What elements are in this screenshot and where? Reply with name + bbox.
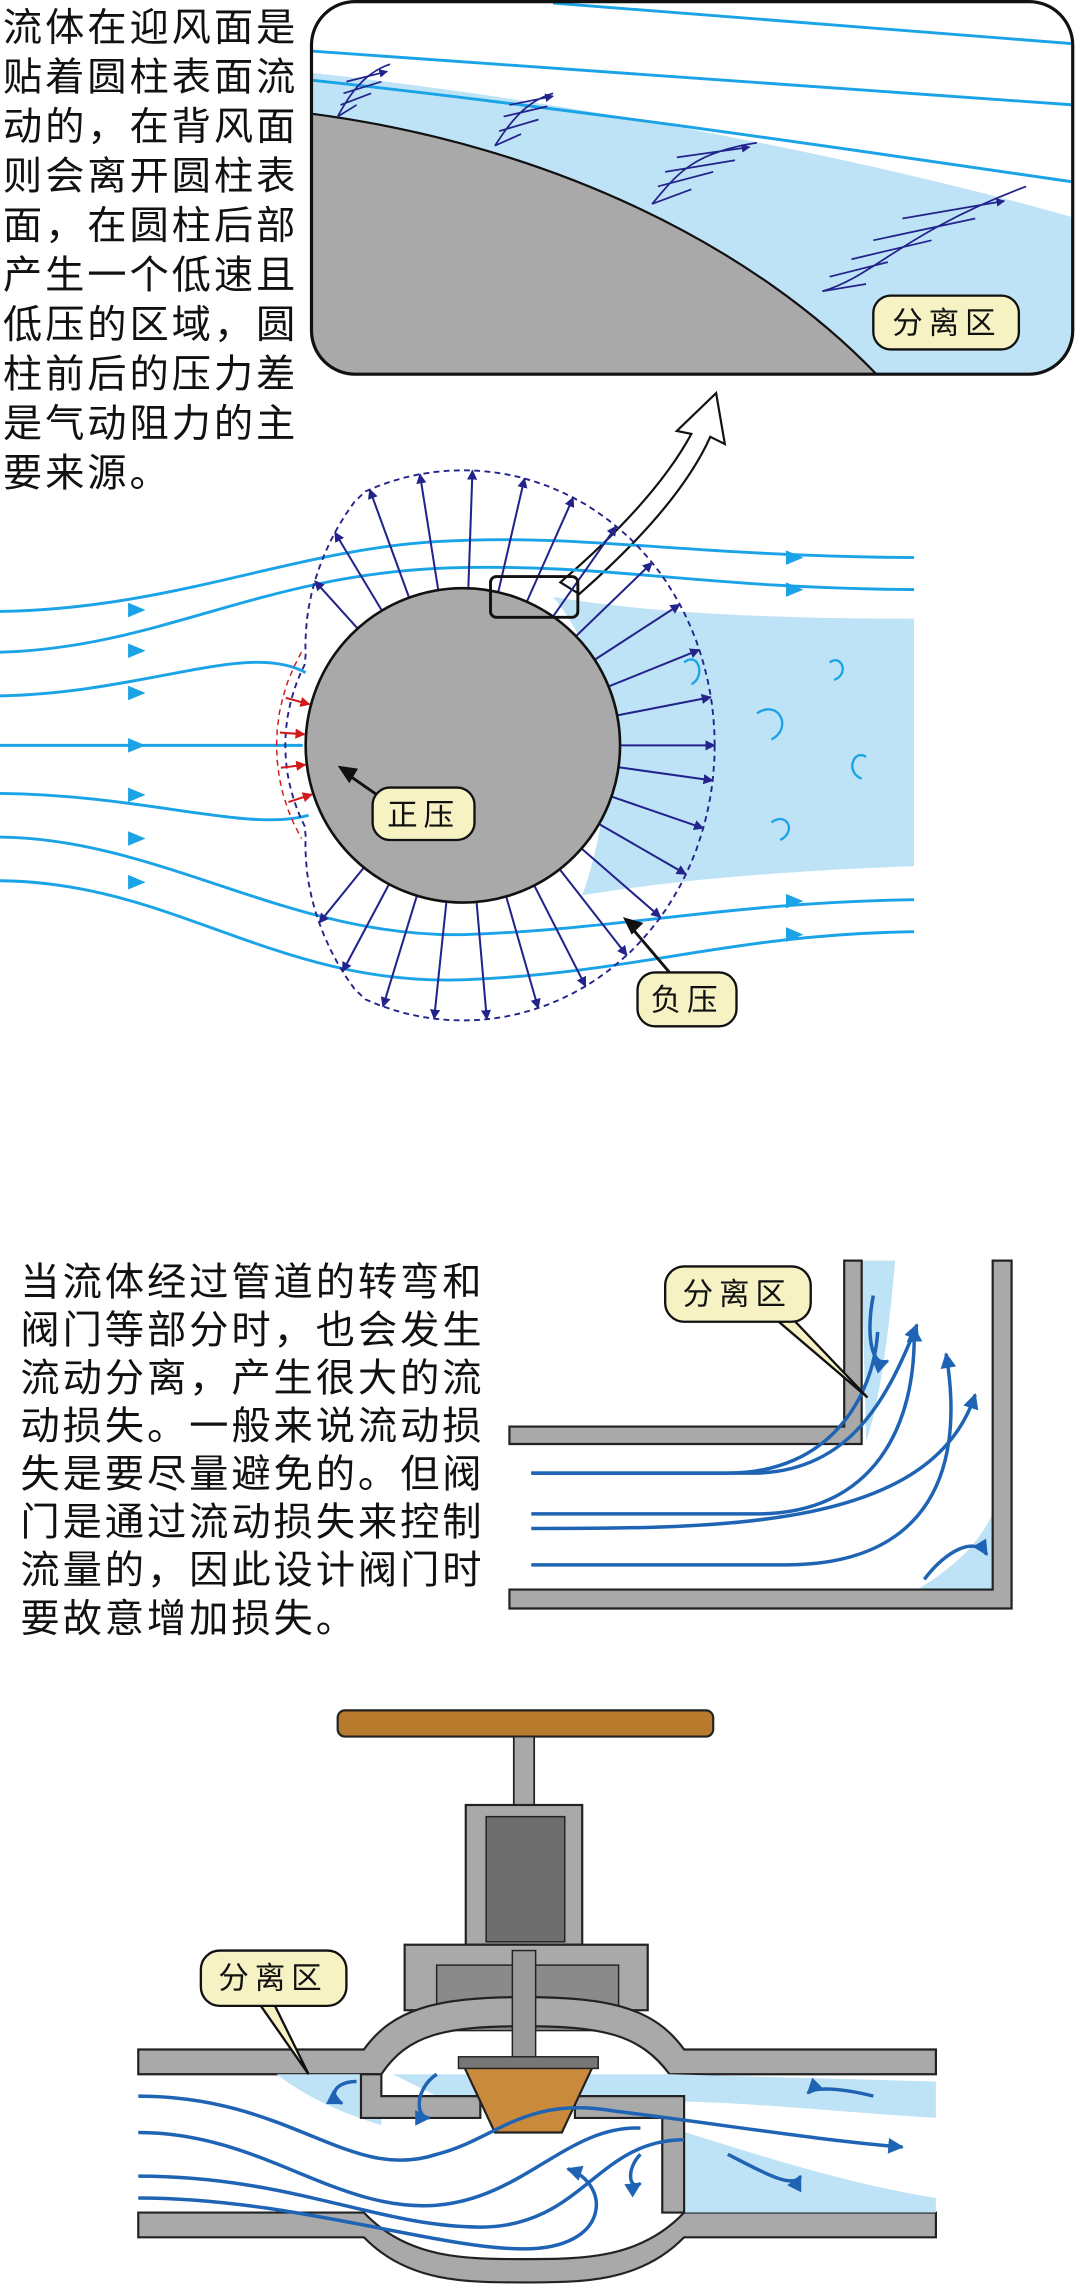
negative-pressure-arrow — [618, 766, 714, 785]
separation-zone — [662, 2125, 936, 2213]
negative-pressure-arrow — [380, 895, 418, 1008]
negative-pressure-arrow — [430, 901, 448, 1020]
negative-pressure-arrow — [552, 525, 618, 618]
text-line: 面，在圆柱后部 — [3, 204, 298, 249]
valve-separation-label: 分离区 — [218, 1961, 327, 1996]
elbow-separation-label: 分离区 — [683, 1277, 792, 1312]
negative-pressure-arrow — [580, 847, 662, 918]
text-line: 要来源。 — [3, 451, 172, 496]
text-line: 流动分离，产生很大的流 — [20, 1357, 484, 1402]
boundary-layer-inset: 分离区 — [309, 0, 1075, 376]
negative-pressure-arrow — [558, 868, 628, 956]
text-line: 当流体经过管道的转弯和 — [20, 1261, 484, 1306]
positive-pressure-arrow — [279, 728, 306, 739]
negative-pressure-arrow — [341, 883, 390, 973]
negative-pressure-arrow — [314, 580, 359, 630]
negative-pressure-arrow — [318, 866, 365, 924]
text-line: 动的，在背风面 — [3, 105, 298, 150]
negative-pressure-arrow — [611, 795, 705, 830]
wake-vortices — [683, 658, 867, 842]
elbow-diagram: 分离区 — [508, 1259, 1013, 1610]
valve-stem — [512, 1735, 536, 1811]
text-line: 门是通过流动损失来控制 — [20, 1501, 484, 1546]
pressure-arrows — [314, 469, 716, 1021]
valve-body-bottom — [137, 2211, 937, 2284]
separation-zone — [861, 1260, 896, 1442]
text-line: 流体在迎风面是 — [3, 6, 298, 51]
negative-pressure-arrow — [616, 693, 712, 717]
positive-pressure-label: 正压 — [387, 798, 460, 833]
positive-pressure-arrow — [280, 760, 307, 771]
positive-pressure-arrow — [285, 696, 311, 707]
positive-pressure-envelope — [275, 651, 303, 839]
negative-pressure-arrow — [334, 531, 383, 612]
text-line: 柱前后的压力差 — [3, 352, 298, 397]
negative-pressure-arrow — [594, 603, 681, 661]
negative-pressure-arrow — [497, 477, 528, 593]
negative-pressure-arrow — [475, 901, 492, 1021]
valve-diagram: 分离区 — [137, 1709, 937, 2284]
negative-pressure-arrow — [505, 896, 541, 1010]
negative-pressure-arrow — [533, 884, 587, 988]
negative-pressure-arrow — [416, 473, 440, 591]
intro-paragraph: 流体在迎风面是 贴着圆柱表面流 动的，在背风面 则会离开圆柱表 面，在圆柱后部 … — [3, 6, 298, 496]
text-line: 失是要尽量避免的。但阀 — [20, 1453, 484, 1498]
negative-pressure-arrow — [608, 648, 701, 688]
pipe-paragraph: 当流体经过管道的转弯和 阀门等部分时，也会发生 流动分离，产生很大的流 动损失。… — [20, 1261, 484, 1642]
separation-zone — [916, 1513, 993, 1590]
zoom-callout-arrow — [558, 390, 727, 596]
text-line: 要故意增加损失。 — [20, 1597, 358, 1642]
text-line: 流量的，因此设计阀门时 — [20, 1549, 484, 1594]
separation-zone-label: 分离区 — [892, 306, 1001, 341]
cylinder-surface — [311, 112, 884, 375]
text-line: 产生一个低速且 — [3, 253, 298, 298]
negative-pressure-arrow — [525, 496, 575, 603]
text-line: 阀门等部分时，也会发生 — [20, 1309, 484, 1354]
negative-pressure-arrow — [598, 823, 687, 876]
streamlines — [0, 538, 915, 982]
inset-marker — [489, 575, 580, 619]
negative-pressure-arrow — [575, 561, 653, 637]
text-line: 动损失。一般来说流动损 — [20, 1405, 484, 1450]
cylinder-diagram: 正压 负压 — [0, 469, 915, 1028]
valve-disc — [461, 2062, 596, 2134]
negative-pressure-arrow — [467, 469, 478, 589]
negative-pressure-label: 负压 — [651, 983, 724, 1018]
text-line: 贴着圆柱表面流 — [3, 55, 298, 100]
text-line: 是气动阻力的主 — [3, 402, 298, 447]
positive-pressure-arrow — [288, 792, 313, 804]
velocity-profiles — [336, 64, 1027, 293]
handwheel — [336, 1709, 715, 1738]
negative-pressure-arrow — [368, 488, 411, 599]
pressure-envelope — [284, 469, 716, 1022]
valve-body — [137, 1996, 937, 2076]
cylinder — [304, 586, 622, 904]
text-line: 则会离开圆柱表 — [3, 154, 298, 199]
text-line: 低压的区域，圆 — [3, 303, 298, 348]
positive-pressure-arrows — [275, 651, 313, 839]
